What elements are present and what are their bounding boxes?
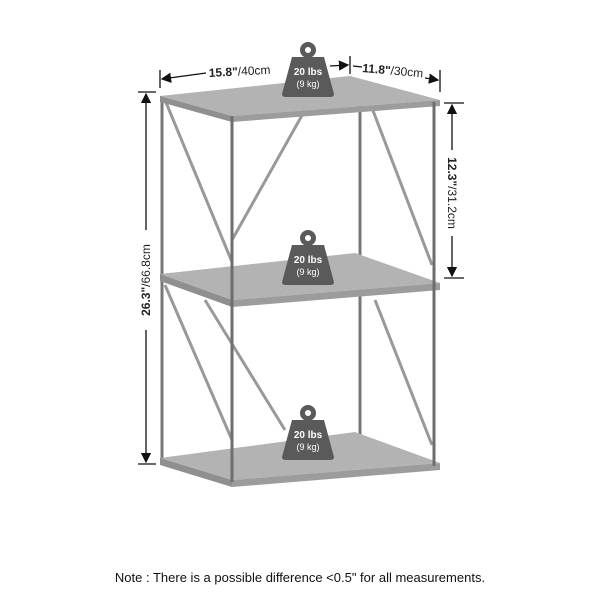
weight-kg: (9 kg) <box>296 442 319 452</box>
dimension-lines <box>138 56 464 465</box>
weight-icon: 20 lbs (9 kg) <box>282 230 334 285</box>
weight-lbs: 20 lbs <box>294 255 323 266</box>
width-dimension: 15.8"/40cm <box>208 63 270 80</box>
measurement-note: Note : There is a possible difference <0… <box>114 570 486 585</box>
frame <box>160 85 434 462</box>
weight-kg: (9 kg) <box>296 267 319 277</box>
shelf-gap-dimension: 12.3"/31.2cm <box>445 157 459 229</box>
weight-kg: (9 kg) <box>296 79 319 89</box>
height-dimension: 26.3"/66.8cm <box>139 244 153 316</box>
depth-dimension: 11.8"/30cm <box>362 61 424 80</box>
weight-icon: 20 lbs (9 kg) <box>282 42 334 97</box>
weight-icon: 20 lbs (9 kg) <box>282 405 334 460</box>
weight-lbs: 20 lbs <box>294 430 323 441</box>
weight-lbs: 20 lbs <box>294 67 323 78</box>
front-legs <box>230 102 436 482</box>
weight-badges: 20 lbs (9 kg) 20 lbs (9 kg) 20 lbs (9 kg… <box>282 42 334 460</box>
